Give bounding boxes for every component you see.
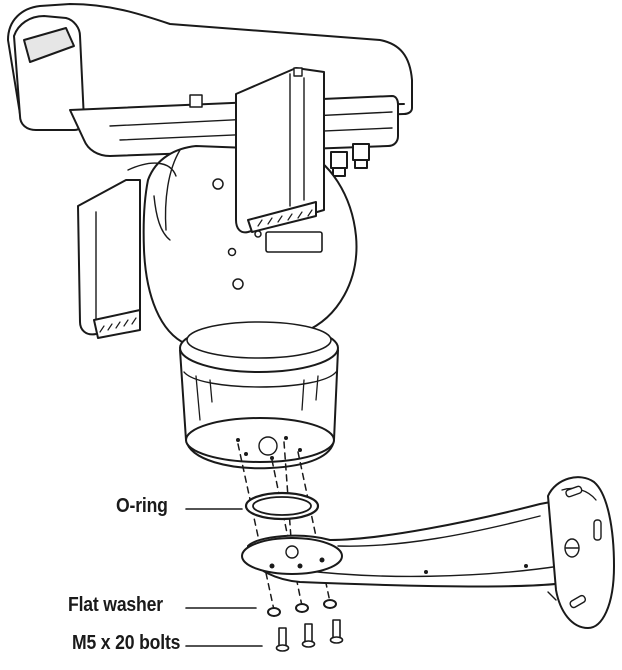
bolts: [275, 619, 344, 652]
pan-tilt-head: [77, 67, 358, 345]
callout-o-ring: O-ring: [116, 495, 168, 517]
head-screw-1: [212, 178, 224, 190]
leader-lines: [185, 508, 263, 647]
bolt-2: [301, 623, 316, 648]
side-arm-left-teeth: [93, 309, 141, 339]
bracket-wall-plate: [547, 476, 615, 629]
side-arm-left: [77, 179, 141, 336]
side-arm-right: [235, 67, 325, 234]
head-screw-2: [227, 247, 237, 257]
head-screw-3: [232, 278, 244, 290]
cable-gland-right: [352, 143, 370, 169]
callout-bolts: M5 x 20 bolts: [72, 632, 181, 654]
housing-window: [23, 27, 75, 63]
o-ring: [244, 491, 320, 521]
pan-base: [179, 321, 339, 470]
callout-flat-washer: Flat washer: [68, 594, 163, 616]
bolt-1: [275, 627, 290, 652]
pan-base-bottom: [185, 417, 335, 463]
flat-washer-1: [267, 607, 281, 617]
wall-bracket: [241, 476, 615, 629]
flat-washer-2: [295, 603, 309, 613]
housing-clip: [189, 94, 203, 108]
head-nameplate: [265, 231, 323, 253]
flat-washers: [267, 599, 337, 617]
flat-washer-3: [323, 599, 337, 609]
bolt-3: [329, 619, 344, 644]
cable-gland-left: [330, 151, 348, 177]
